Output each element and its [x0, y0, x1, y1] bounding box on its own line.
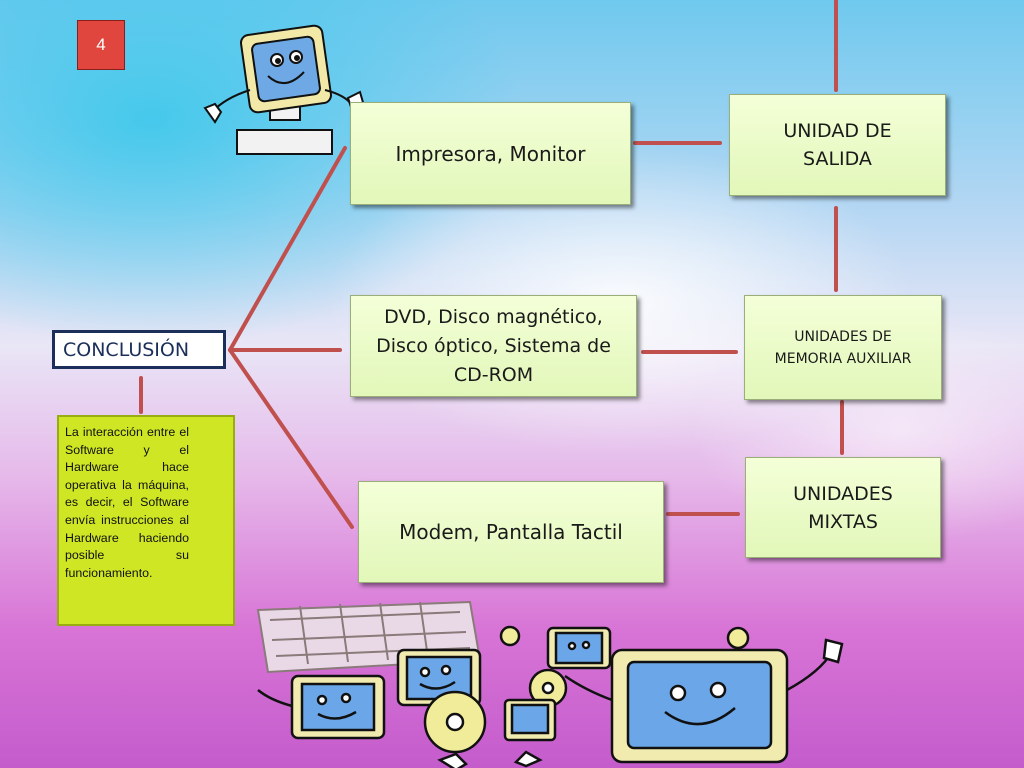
mixed-unit-label: UNIDADES MIXTAS: [793, 480, 893, 536]
storage-line-3: CD-ROM: [453, 363, 534, 386]
conclusion-title: CONCLUSIÓN: [63, 338, 190, 361]
storage-unit-label: UNIDADES DE MEMORIA AUXILIAR: [775, 326, 912, 370]
conclusion-note: La interacción entre el Software y el Ha…: [57, 415, 235, 626]
output-unit-box: UNIDAD DE SALIDA: [729, 94, 946, 196]
slide-number: 4: [96, 35, 106, 54]
mixed-devices-text: Modem, Pantalla Tactil: [399, 520, 623, 544]
mixed-unit-line-2: MIXTAS: [808, 510, 878, 533]
mixed-unit-box: UNIDADES MIXTAS: [745, 457, 941, 558]
storage-unit-line-1: UNIDADES DE: [794, 328, 892, 345]
storage-line-2: Disco óptico, Sistema de: [376, 334, 611, 357]
output-devices-box: Impresora, Monitor: [350, 102, 631, 205]
conclusion-box: CONCLUSIÓN: [52, 330, 226, 369]
output-devices-text: Impresora, Monitor: [395, 141, 586, 166]
conclusion-text: La interacción entre el Software y el Ha…: [65, 425, 189, 580]
output-unit-line-1: UNIDAD DE: [783, 120, 892, 142]
storage-devices-text: DVD, Disco magnético, Disco óptico, Sist…: [376, 303, 611, 390]
storage-line-1: DVD, Disco magnético,: [384, 305, 603, 328]
output-unit-line-2: SALIDA: [803, 148, 872, 170]
connector-conclusion-output: [228, 146, 347, 352]
storage-unit-box: UNIDADES DE MEMORIA AUXILIAR: [744, 295, 942, 400]
connector-conclusion-mixed: [228, 348, 354, 529]
mixed-devices-box: Modem, Pantalla Tactil: [358, 481, 664, 583]
storage-devices-box: DVD, Disco magnético, Disco óptico, Sist…: [350, 295, 637, 397]
slide-number-badge: 4: [77, 20, 125, 70]
computer-mascot-icon: [203, 24, 366, 155]
mixed-unit-line-1: UNIDADES: [793, 482, 893, 505]
computers-group-icon: [257, 625, 844, 768]
output-unit-label: UNIDAD DE SALIDA: [783, 117, 891, 173]
storage-unit-line-2: MEMORIA AUXILIAR: [774, 350, 912, 367]
